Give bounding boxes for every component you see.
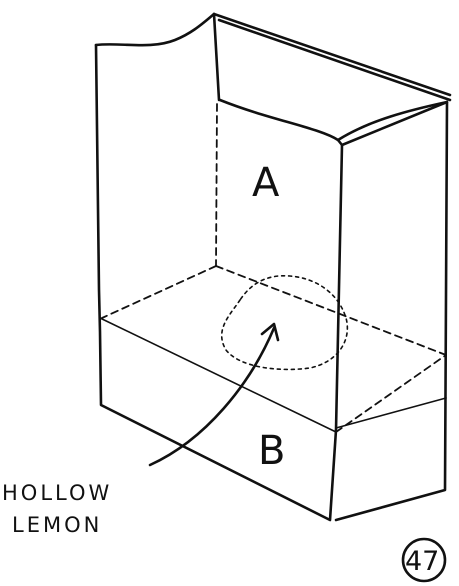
- callout-arrow: [150, 328, 274, 465]
- hidden-floor-back: [216, 266, 446, 355]
- hidden-back-vertical: [216, 104, 217, 266]
- box-front-face: [96, 45, 342, 520]
- hidden-floor-left: [102, 266, 216, 318]
- region-b-label: B: [258, 428, 285, 474]
- box-right-fold: [336, 398, 446, 428]
- region-a-label: A: [252, 160, 280, 206]
- hidden-floor-right: [336, 355, 446, 432]
- figure-number: 47: [405, 546, 439, 577]
- box-front-top-edge: [96, 14, 214, 45]
- box-top-rim: [214, 14, 450, 140]
- callout-line-1: HOLLOW: [2, 481, 112, 505]
- hollow-lemon-outline: [222, 276, 348, 370]
- box-back-edge: [214, 14, 219, 100]
- box-right-face: [336, 102, 447, 520]
- callout-line-2: LEMON: [12, 513, 102, 537]
